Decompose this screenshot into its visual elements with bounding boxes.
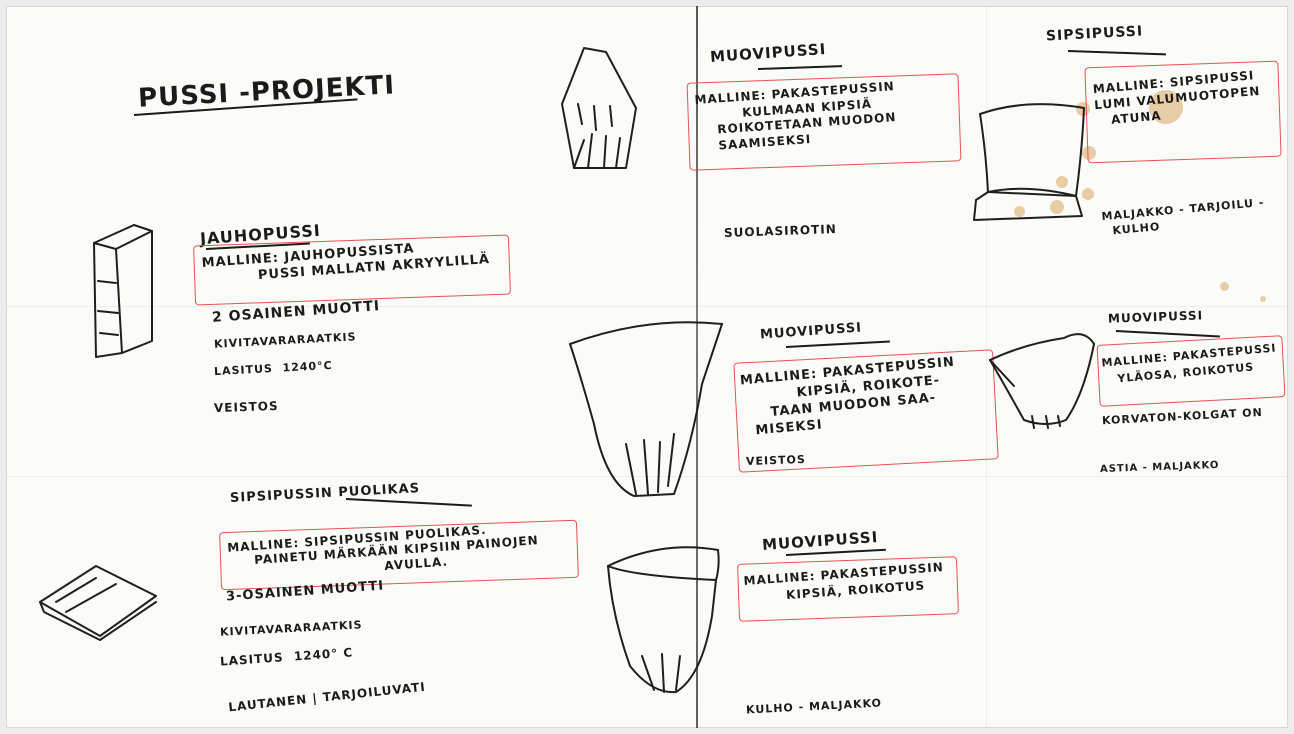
detail-puolikas-3: LASITUS 1240° C [220, 645, 354, 669]
caption-muovipussi-4: KULHO - MALJAKKO [746, 696, 883, 717]
page-title: PUSSI -PROJEKTI [137, 69, 395, 115]
heading-underline [1116, 330, 1220, 337]
crease [6, 306, 1288, 307]
detail-jauhopussi-4: VEISTOS [214, 399, 279, 416]
caption-muovipussi-2: VEISTOS [746, 453, 806, 469]
chip-bag-vessel-sketch [966, 92, 1096, 232]
half-chip-bag-sketch [36, 562, 166, 642]
heading-muovipussi-2: MUOVIPUSSI [760, 320, 863, 343]
salt-shaker-sketch [554, 44, 644, 184]
detail-jauhopussi-3: LASITUS 1240°C [214, 359, 333, 379]
bowl-sketch [602, 536, 722, 696]
heading-muovipussi-3: MUOVIPUSSI [1108, 308, 1204, 326]
detail-jauhopussi-2: KIVITAVARARAATKIS [214, 330, 357, 351]
heading-underline [346, 498, 472, 507]
vase-sketch [984, 324, 1104, 436]
heading-sipsipussin-puolikas: SIPSIPUSSIN PUOLIKAS [230, 481, 421, 507]
detail-puolikas-4: LAUTANEN | TARJOILUVATI [228, 680, 427, 716]
heading-underline [758, 65, 842, 70]
sculpture-sketch [566, 314, 726, 498]
caption-muovipussi-1: SUOLASIROTIN [724, 222, 837, 241]
flour-bag-sketch [86, 221, 166, 361]
heading-muovipussi-1: MUOVIPUSSI [709, 40, 826, 67]
heading-sipsipussi: SIPSIPUSSI [1046, 23, 1144, 46]
stain [1260, 296, 1266, 302]
caption-muovipussi-3-1: KORVATON-KOLGAT ON [1102, 406, 1263, 428]
caption-sipsipussi: MALJAKKO - TARJOILU - KULHO [1101, 195, 1266, 240]
detail-puolikas-2: KIVITAVARARAATKIS [220, 618, 363, 639]
caption-muovipussi-3-2: ASTIA - MALJAKKO [1100, 460, 1220, 477]
heading-underline [1068, 50, 1166, 55]
heading-underline [786, 341, 890, 348]
paper-sheet: PUSSI -PROJEKTI JAUHOPUSSI MALLINE: JAUH… [6, 6, 1288, 728]
stain [1220, 282, 1229, 291]
